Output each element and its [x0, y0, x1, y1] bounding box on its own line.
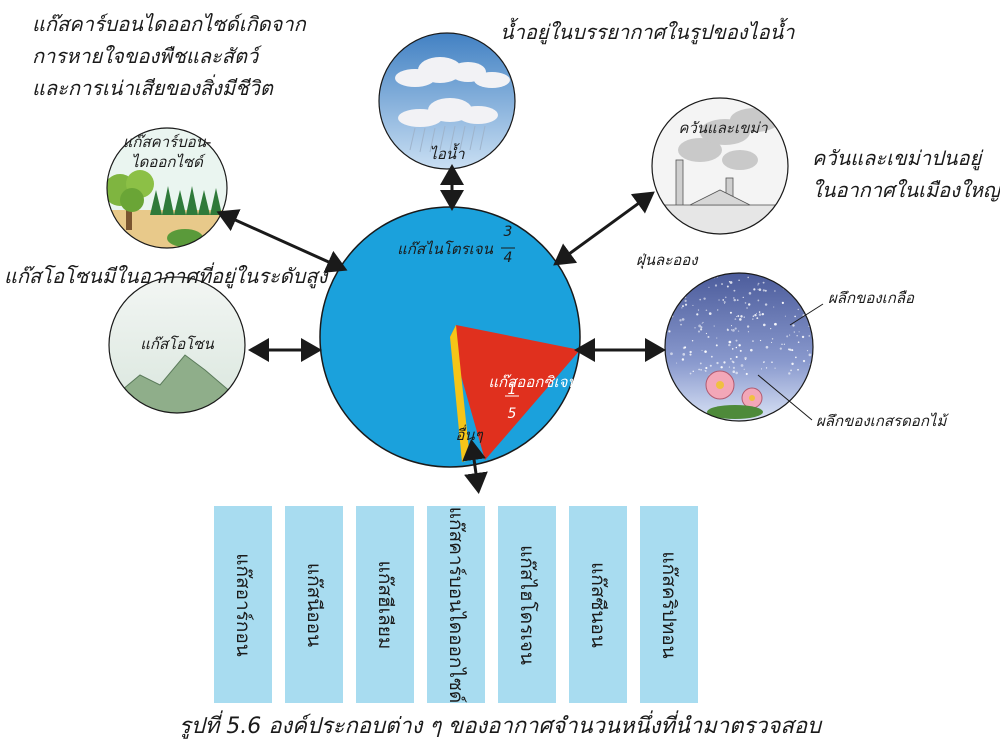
pie-chart [319, 206, 581, 468]
vapor-circle [378, 32, 516, 170]
ozone-circle-label: แก๊สโอโซน [140, 335, 214, 353]
dust-circle [664, 272, 814, 422]
vapor-circle-label: ไอน้ำ [429, 145, 465, 163]
other-label: อื่นๆ [455, 426, 483, 444]
gas-box-label: แก๊สฮีเลียม [374, 560, 396, 649]
smoke-note-line2: ในอากาศในเมืองใหญ่ [812, 178, 1000, 202]
nitrogen-fraction-num: 3 [503, 224, 513, 240]
co2-note-line2: การหายใจของพืชและสัตว์ [32, 44, 259, 68]
salt-label: ผลึกของเกลือ [828, 289, 915, 307]
pollen-label: ผลึกของเกสรดอกไม้ [816, 412, 947, 430]
ozone-note: แก๊สโอโซนมีในอากาศที่อยู่ในระดับสูง [4, 264, 328, 288]
nitrogen-fraction-den: 4 [503, 250, 513, 266]
co2-note-line3: และการเน่าเสียของสิ่งมีชีวิต [32, 76, 273, 100]
gas-box: แก๊สอาร์กอน [214, 506, 272, 703]
gas-box: แก๊สฮีเลียม [356, 506, 414, 703]
smoke-note-line1: ควันและเขม่าปนอยู่ [812, 146, 982, 170]
gas-box: แก๊สคาร์บอนไดออกไซด์ [427, 506, 485, 703]
co2-circle-label-2: ไดออกไซด์ [131, 153, 203, 171]
oxygen-slice [450, 325, 580, 460]
gas-box-label: แก๊สไฮโดรเจน [516, 544, 538, 665]
other-slice [450, 325, 470, 462]
nitrogen-label: แก๊สไนโตรเจน [397, 240, 493, 258]
oxygen-fraction-num: 1 [507, 382, 517, 398]
ozone-circle [108, 276, 246, 414]
oxygen-label: แก๊สออกซิเจน [488, 373, 578, 391]
connector-arrows [216, 164, 666, 494]
smoke-circle-label: ควันและเขม่า [678, 119, 768, 137]
pollen-leader-line [757, 374, 813, 421]
gas-box-label: แก๊สคริปทอน [658, 550, 680, 659]
oxygen-fraction-den: 5 [507, 406, 517, 422]
figure-caption: รูปที่ 5.6 องค์ประกอบต่าง ๆ ของอากาศจำนว… [178, 714, 822, 739]
gas-box: แก๊สคริปทอน [640, 506, 698, 703]
gas-box-label: แก๊สคาร์บอนไดออกไซด์ [445, 506, 467, 703]
gas-box-label: แก๊สอาร์กอน [232, 552, 254, 657]
vapor-note: น้ำอยู่ในบรรยากาศในรูปของไอน้ำ [500, 20, 795, 44]
gas-box-label: แก๊สซีนอน [587, 561, 609, 648]
co2-circle-label-1: แก๊สคาร์บอน- [122, 133, 212, 151]
gas-box: แก๊สไฮโดรเจน [498, 506, 556, 703]
co2-circle [106, 127, 228, 249]
dust-label: ฝุ่นละออง [636, 251, 698, 269]
salt-leader-line [789, 303, 824, 326]
gas-box-label: แก๊สนีออน [303, 562, 325, 647]
co2-note-line1: แก๊สคาร์บอนไดออกไซด์เกิดจาก [32, 12, 306, 36]
gas-box: แก๊สซีนอน [569, 506, 627, 703]
gas-box: แก๊สนีออน [285, 506, 343, 703]
